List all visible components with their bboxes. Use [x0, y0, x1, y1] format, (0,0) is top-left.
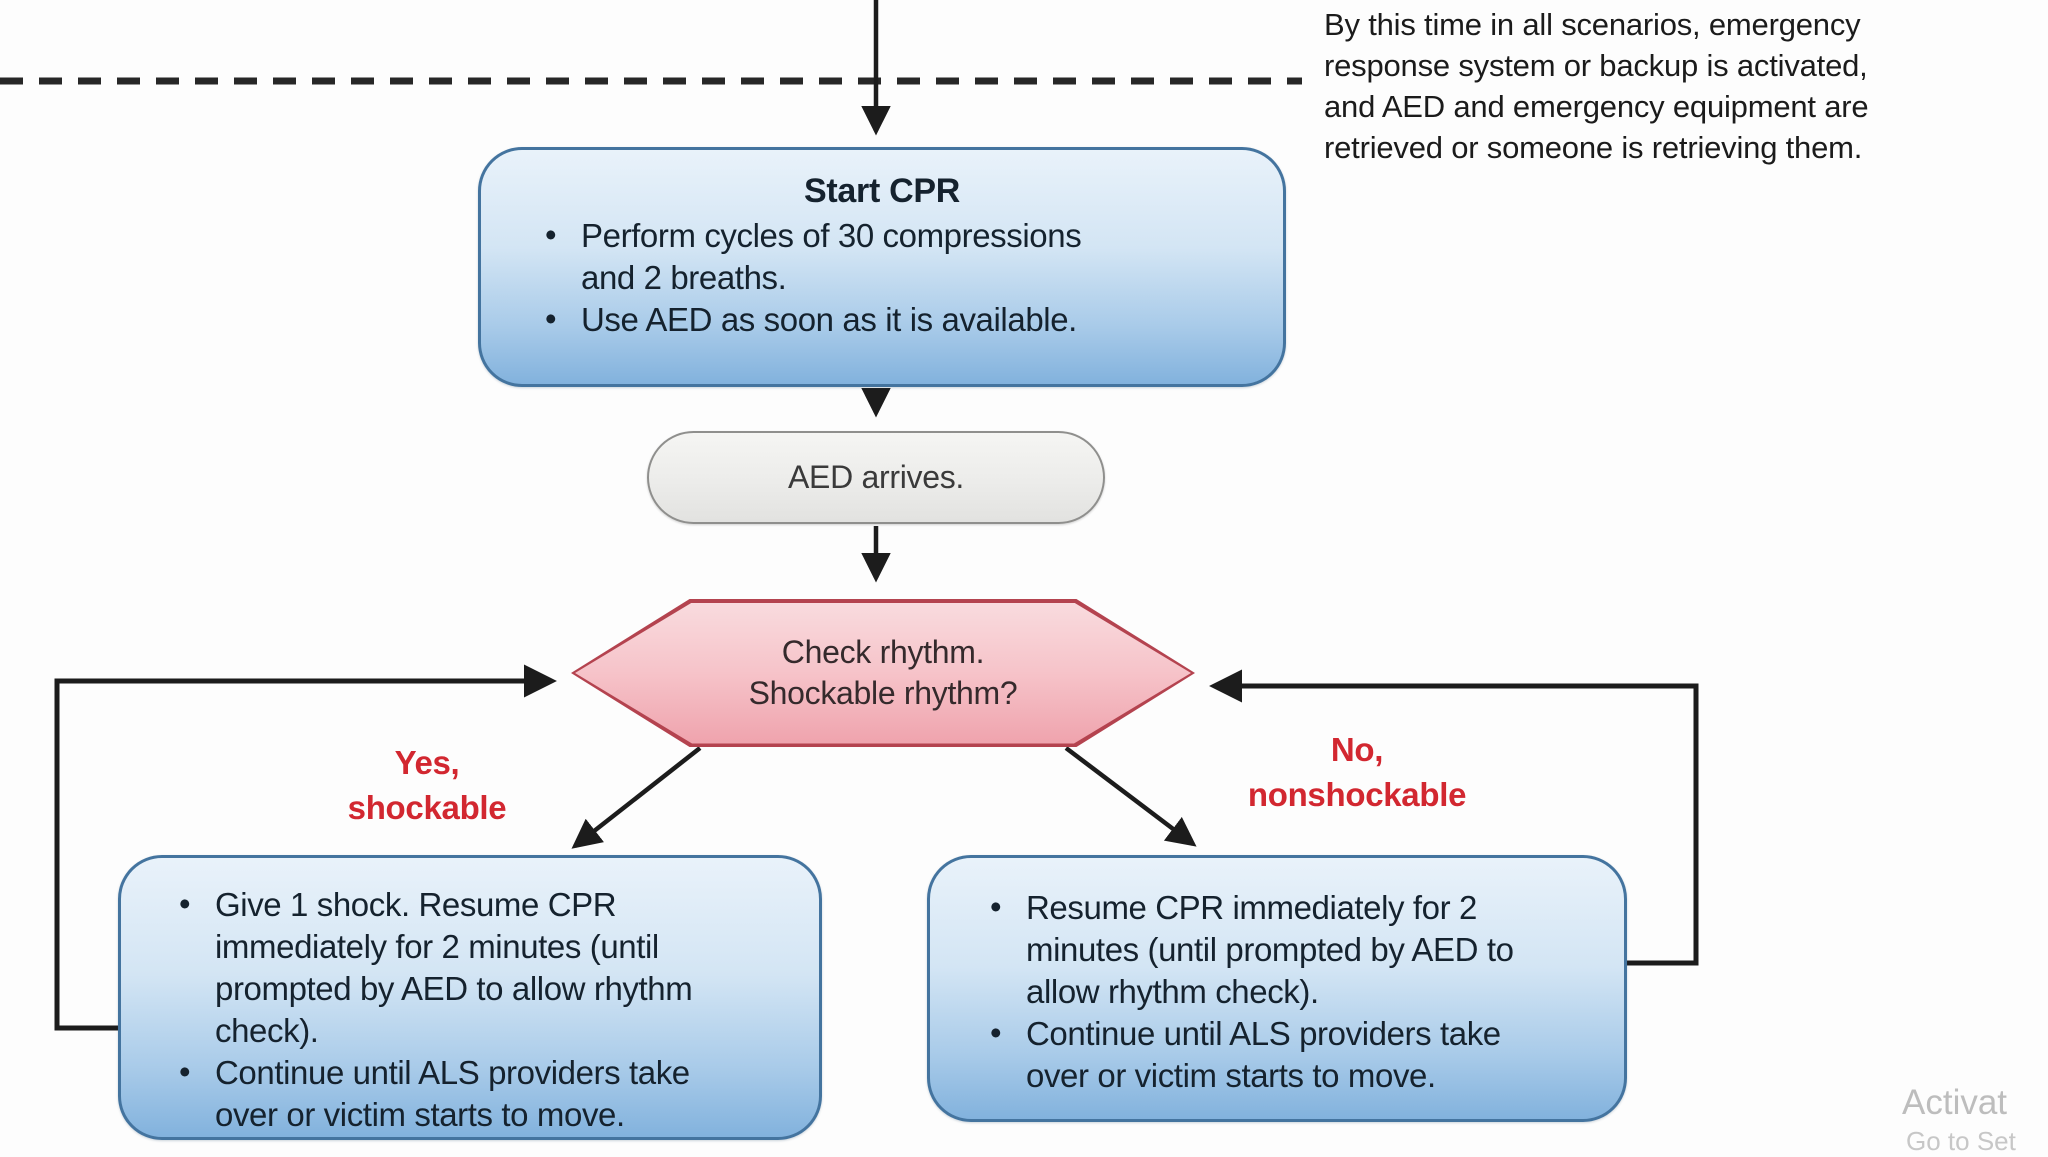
start-cpr-box: Start CPR • Perform cycles of 30 compres… — [478, 147, 1286, 387]
annotation-line: By this time in all scenarios, emergency — [1324, 7, 1861, 42]
aed-arrives-node: AED arrives. — [647, 431, 1105, 524]
bullet-icon: • — [990, 888, 1002, 925]
nonshockable-action-box: • Resume CPR immediately for 2 minutes (… — [927, 855, 1627, 1122]
branch-label-line: Yes, — [394, 744, 460, 781]
aed-arrives-label: AED arrives. — [788, 459, 964, 495]
annotation-line: response system or backup is activated, — [1324, 48, 1868, 83]
check-rhythm-decision-inner: Check rhythm. Shockable rhythm? — [575, 602, 1191, 744]
bullet-text: Use AED as soon as it is available. — [581, 301, 1077, 338]
list-item: • Continue until ALS providers take over… — [177, 1052, 722, 1136]
list-item: • Continue until ALS providers take over… — [988, 1013, 1550, 1097]
bullet-icon: • — [545, 216, 557, 253]
decision-line: Check rhythm. — [781, 634, 985, 670]
go-to-settings-watermark: Go to Set — [1906, 1126, 2016, 1156]
branch-label-no-nonshockable: No, nonshockable — [1212, 727, 1502, 817]
list-item: • Give 1 shock. Resume CPR immediately f… — [177, 884, 722, 1052]
nonshockable-bullet-list: • Resume CPR immediately for 2 minutes (… — [988, 887, 1550, 1097]
start-cpr-title: Start CPR — [804, 172, 960, 210]
shockable-action-box: • Give 1 shock. Resume CPR immediately f… — [118, 855, 822, 1140]
arrow-decision-to-noshock-box — [1064, 746, 1197, 847]
bullet-text: Give 1 shock. Resume CPR immediately for… — [215, 886, 693, 1049]
start-cpr-bullet-list: • Perform cycles of 30 compressions and … — [543, 215, 1123, 341]
branch-label-line: nonshockable — [1247, 776, 1467, 813]
check-rhythm-decision: Check rhythm. Shockable rhythm? — [571, 599, 1195, 747]
branch-label-yes-shockable: Yes, shockable — [297, 740, 557, 830]
bullet-icon: • — [179, 885, 191, 922]
branch-label-line: No, — [1330, 731, 1384, 768]
scenario-annotation: By this time in all scenarios, emergency… — [1324, 4, 2046, 168]
bullet-icon: • — [179, 1053, 191, 1090]
annotation-line: retrieved or someone is retrieving them. — [1324, 130, 1863, 165]
loop-noshock-box-to-decision — [1209, 669, 1699, 966]
list-item: • Use AED as soon as it is available. — [543, 299, 1123, 341]
bullet-icon: • — [990, 1014, 1002, 1051]
activate-windows-watermark: Activat — [1902, 1083, 2008, 1122]
bullet-icon: • — [545, 300, 557, 337]
list-item: • Perform cycles of 30 compressions and … — [543, 215, 1123, 299]
bullet-text: Continue until ALS providers take over o… — [215, 1054, 690, 1133]
loop-shock-box-to-decision — [54, 664, 557, 1031]
bullet-text: Perform cycles of 30 compressions and 2 … — [581, 217, 1082, 296]
list-item: • Resume CPR immediately for 2 minutes (… — [988, 887, 1550, 1013]
bullet-text: Resume CPR immediately for 2 minutes (un… — [1026, 889, 1514, 1010]
branch-label-line: shockable — [347, 789, 507, 826]
bullet-text: Continue until ALS providers take over o… — [1026, 1015, 1501, 1094]
decision-line: Shockable rhythm? — [748, 675, 1018, 711]
arrow-decision-to-shock-box — [571, 746, 702, 849]
annotation-line: and AED and emergency equipment are — [1324, 89, 1869, 124]
shockable-bullet-list: • Give 1 shock. Resume CPR immediately f… — [177, 884, 722, 1136]
